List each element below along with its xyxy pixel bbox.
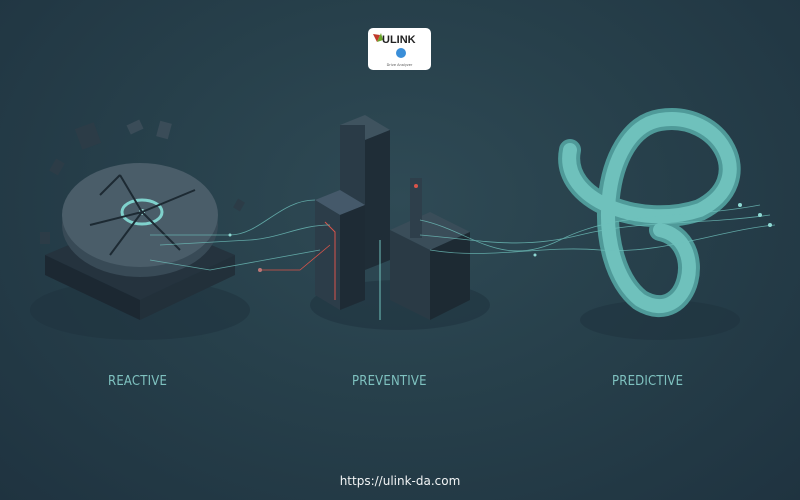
alert-line bbox=[260, 244, 331, 271]
stage-label-reactive: REACTIVE bbox=[108, 374, 168, 389]
knot-graphic bbox=[558, 108, 741, 318]
drive-analyzer-icon bbox=[396, 48, 406, 58]
data-flow-lines bbox=[149, 199, 776, 271]
stage-label-preventive: PREVENTIVE bbox=[352, 374, 427, 389]
ulink-logo[interactable]: ULINK Drive Analyzer bbox=[368, 28, 431, 70]
logo-leaf-icon bbox=[373, 34, 380, 42]
svg-text:ULINK: ULINK bbox=[382, 34, 416, 46]
svg-text:Drive Analyzer: Drive Analyzer bbox=[387, 63, 413, 67]
broken-disk-graphic bbox=[40, 119, 245, 320]
stage-label-predictive: PREDICTIVE bbox=[612, 374, 684, 389]
website-link[interactable]: https://ulink-da.com bbox=[339, 474, 461, 488]
server-tower-graphic bbox=[315, 115, 470, 320]
